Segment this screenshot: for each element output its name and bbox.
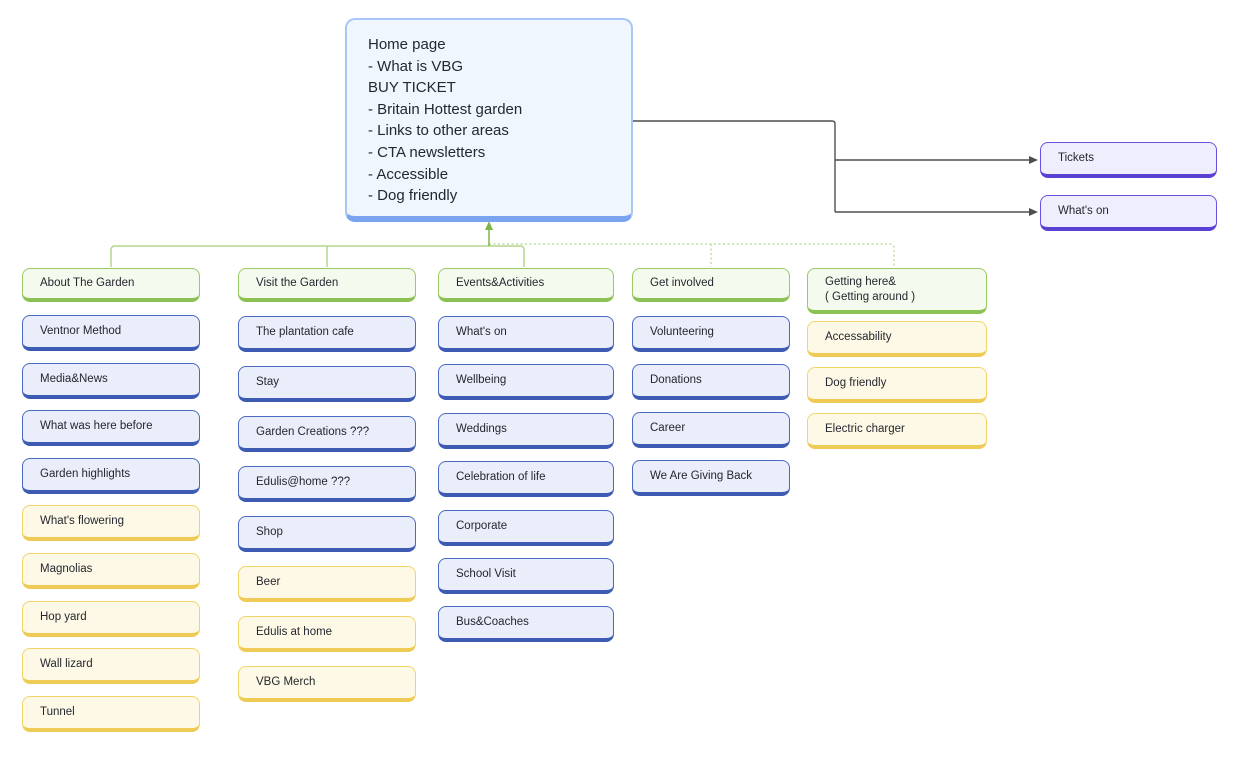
column-header-label: ( Getting around ) (825, 290, 916, 303)
node-label: Hop yard (40, 610, 87, 623)
node-label: Volunteering (650, 326, 714, 338)
column-header-label: About The Garden (40, 277, 135, 289)
home-card-line: BUY TICKET (368, 79, 456, 97)
home-card-line: - Links to other areas (368, 122, 509, 140)
home-card-line: - Britain Hottest garden (368, 100, 523, 118)
home-card-line: - CTA newsletters (368, 143, 486, 161)
node-label: Donations (650, 374, 702, 386)
node-label: What was here before (40, 420, 153, 433)
node-garden-highlights[interactable]: Garden highlights (22, 457, 200, 494)
column-header-about-the-garden[interactable]: About The Garden (22, 268, 200, 302)
node-label: Bus&Coaches (456, 616, 529, 629)
node-shop[interactable]: Shop (238, 516, 416, 552)
node-career[interactable]: Career (632, 412, 790, 448)
node-label: The plantation cafe (256, 326, 354, 338)
home-card-line: Home page (368, 36, 446, 53)
node-weddings[interactable]: Weddings (438, 412, 614, 449)
node-what-was-here-before[interactable]: What was here before (22, 410, 200, 447)
node-dog-friendly[interactable]: Dog friendly (807, 367, 987, 403)
node-beer[interactable]: Beer (238, 566, 416, 602)
node-media-news[interactable]: Media&News (22, 362, 200, 399)
node-ventnor-method[interactable]: Ventnor Method (22, 315, 200, 351)
column-header-visit-the-garden[interactable]: Visit the Garden (238, 268, 416, 302)
node-magnolias[interactable]: Magnolias (22, 553, 200, 589)
node-label: Beer (256, 576, 281, 588)
node-celebration-of-life[interactable]: Celebration of life (438, 461, 614, 498)
node-label: Wall lizard (40, 658, 93, 671)
column-header-label: Visit the Garden (256, 277, 339, 289)
node-label: Shop (256, 526, 283, 538)
node-what-s-flowering[interactable]: What's flowering (22, 505, 200, 542)
node-label: Stay (256, 376, 280, 388)
node-label: Garden highlights (40, 467, 131, 480)
column-header-getting-here[interactable]: Getting here& ( Getting around ) (807, 268, 987, 314)
node-what-s-on[interactable]: What's on (438, 316, 614, 352)
node-label: Media&News (40, 372, 108, 385)
node-garden-creations[interactable]: Garden Creations ??? (238, 416, 416, 452)
node-label: Edulis at home (256, 626, 333, 638)
node-electric-charger[interactable]: Electric charger (807, 413, 987, 449)
node-tickets[interactable]: Tickets (1040, 142, 1217, 178)
node-label: What's flowering (40, 515, 125, 528)
node-school-visit[interactable]: School Visit (438, 558, 614, 594)
node-tunnel[interactable]: Tunnel (22, 695, 200, 732)
home-card-text: Home page - What is VBG BUY TICKET - Britai… (368, 34, 611, 207)
node-wellbeing[interactable]: Wellbeing (438, 364, 614, 401)
node-label: Career (650, 422, 686, 434)
arrowhead-up-home-icon (485, 221, 493, 230)
node-home-page[interactable]: Home page - What is VBG BUY TICKET - Britai… (345, 18, 633, 222)
node-label: Edulis@home ??? (256, 476, 351, 488)
home-card-line: - Accessible (368, 165, 449, 183)
arrowhead-whats-on-icon (1029, 208, 1038, 216)
arrowhead-tickets-icon (1029, 156, 1038, 164)
column-header-get-involved[interactable]: Get involved (632, 268, 790, 302)
node-stay[interactable]: Stay (238, 366, 416, 402)
node-label: VBG Merch (256, 676, 316, 688)
node-label: What's on (456, 326, 507, 338)
node-label: Tickets (1058, 152, 1094, 164)
node-corporate[interactable]: Corporate (438, 509, 614, 546)
node-label: Corporate (456, 519, 508, 532)
node-label: Celebration of life (456, 471, 546, 484)
node-label: Tunnel (40, 705, 75, 718)
node-label: What's on (1058, 205, 1109, 217)
node-edulis-home[interactable]: Edulis@home ??? (238, 466, 416, 502)
home-card-line: - What is VBG (368, 57, 464, 75)
node-donations[interactable]: Donations (632, 364, 790, 400)
node-wall-lizard[interactable]: Wall lizard (22, 648, 200, 685)
connector-columns-trunk (110, 245, 525, 267)
node-label: We Are Giving Back (650, 470, 753, 482)
column-header-label: Events&Activities (456, 277, 545, 289)
node-label: Magnolias (40, 563, 93, 575)
node-the-plantation-cafe[interactable]: The plantation cafe (238, 316, 416, 352)
node-we-are-giving-back[interactable]: We Are Giving Back (632, 460, 790, 496)
node-label: Weddings (456, 422, 507, 435)
connector-home-to-right-trunk (633, 120, 836, 212)
home-card-line: - Dog friendly (368, 187, 458, 205)
node-label: Accessability (825, 331, 892, 343)
column-header-events-activities[interactable]: Events&Activities (438, 268, 614, 302)
node-label: Dog friendly (825, 377, 887, 389)
node-label: School Visit (456, 568, 516, 580)
node-accessability[interactable]: Accessability (807, 321, 987, 357)
node-label: Electric charger (825, 423, 905, 435)
column-header-label: Get involved (650, 277, 714, 289)
node-label: Garden Creations ??? (256, 426, 370, 438)
node-bus-coaches[interactable]: Bus&Coaches (438, 606, 614, 643)
node-edulis-at-home[interactable]: Edulis at home (238, 616, 416, 652)
node-label: Ventnor Method (40, 325, 122, 337)
node-label: Wellbeing (456, 374, 507, 387)
node-hop-yard[interactable]: Hop yard (22, 600, 200, 637)
column-header-label: Getting here& (825, 275, 896, 288)
node-vbg-merch[interactable]: VBG Merch (238, 666, 416, 702)
node-volunteering[interactable]: Volunteering (632, 316, 790, 352)
node-whats-on-quick-link[interactable]: What's on (1040, 195, 1217, 231)
connector-columns-trunk-dotted (489, 243, 895, 267)
